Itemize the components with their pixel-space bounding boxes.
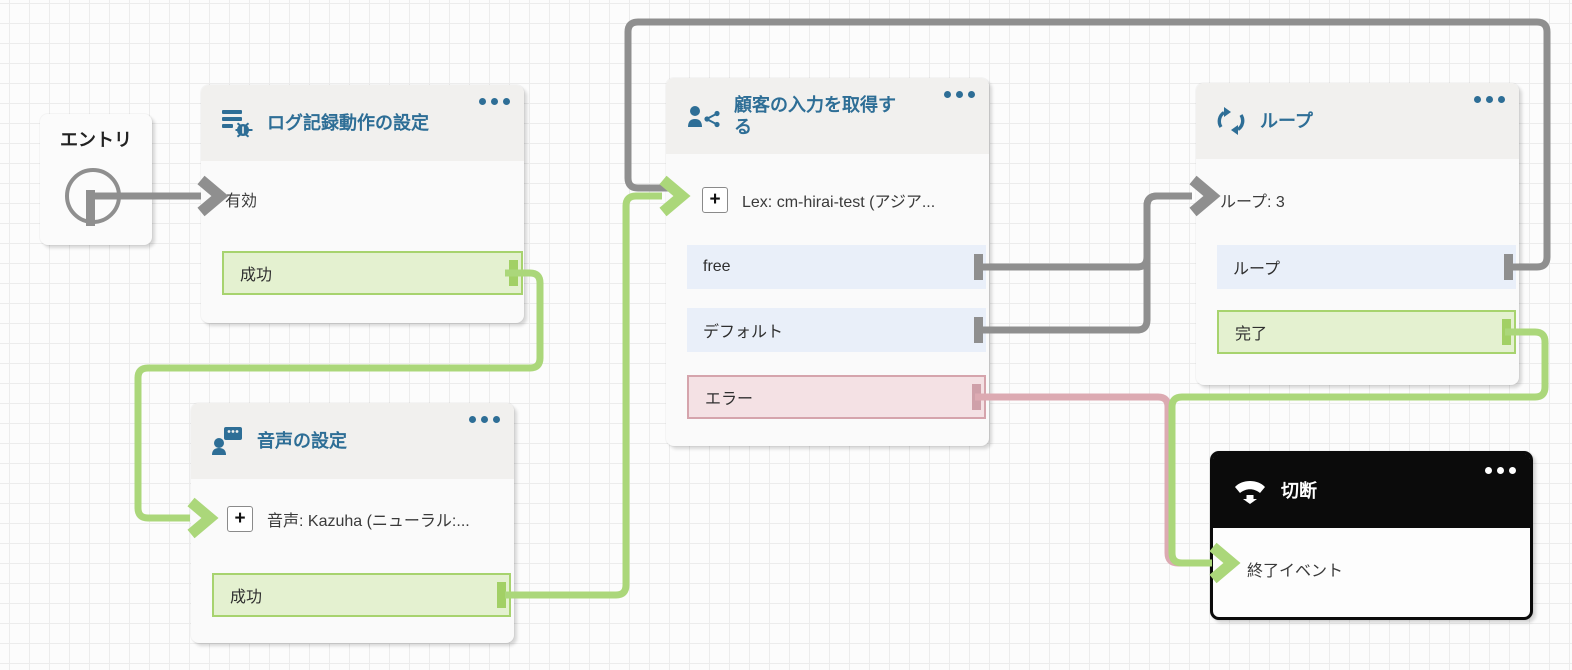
connection-handle[interactable] [509, 260, 518, 286]
entry-label: エントリ [60, 130, 132, 150]
node-header: 顧客の入力を取得する [666, 78, 989, 154]
node-set-logging[interactable]: ログ記録動作の設定 有効 成功 [201, 85, 524, 323]
connection-handle[interactable] [974, 254, 983, 280]
more-options-icon[interactable] [1485, 467, 1516, 474]
connection-handle[interactable] [497, 582, 506, 608]
node-header: ログ記録動作の設定 [201, 85, 524, 161]
loop-count: ループ: 3 [1220, 194, 1285, 211]
node-get-customer-input[interactable]: 顧客の入力を取得する + Lex: cm-hirai-test (アジア... … [666, 78, 989, 446]
output-label: free [703, 258, 731, 275]
hang-up-phone-icon [1233, 478, 1267, 504]
output-row-done[interactable]: 完了 [1217, 310, 1516, 354]
logging-bug-icon [221, 108, 253, 138]
expand-parameter-button[interactable]: + [702, 187, 728, 213]
logging-state: 有効 [225, 193, 258, 210]
output-row-default[interactable]: デフォルト [687, 308, 986, 352]
connection-handle[interactable] [974, 317, 983, 343]
node-loop[interactable]: ループ ループ: 3 ループ 完了 [1196, 83, 1519, 385]
output-label: エラー [705, 391, 754, 408]
output-label: デフォルト [703, 324, 784, 341]
connection-handle[interactable] [972, 384, 981, 410]
connection-handle[interactable] [1502, 319, 1511, 345]
output-row-error[interactable]: エラー [687, 375, 986, 419]
node-title: 切断 [1281, 480, 1317, 501]
node-title: 顧客の入力を取得する [734, 94, 896, 138]
entry-output-handle[interactable] [86, 190, 95, 226]
output-row-loop[interactable]: ループ [1217, 245, 1516, 289]
node-disconnect[interactable]: 切断 終了イベント [1210, 451, 1533, 620]
disconnect-event: 終了イベント [1247, 563, 1344, 580]
output-row-success[interactable]: 成功 [222, 251, 523, 295]
output-row-success[interactable]: 成功 [212, 573, 511, 617]
entry-node[interactable]: エントリ [40, 114, 152, 245]
node-set-voice[interactable]: 音声の設定 + 音声: Kazuha (ニューラル:... 成功 [191, 403, 514, 643]
more-options-icon[interactable] [469, 416, 500, 423]
node-title: ループ [1260, 110, 1313, 131]
voice-chat-icon [211, 426, 243, 456]
customer-input-icon [686, 102, 720, 130]
output-label: 成功 [230, 589, 263, 606]
more-options-icon[interactable] [1474, 96, 1505, 103]
output-label: ループ [1233, 261, 1281, 278]
node-title: 音声の設定 [257, 430, 347, 451]
connection-handle[interactable] [1504, 254, 1513, 280]
node-header: 音声の設定 [191, 403, 514, 479]
lex-parameter: Lex: cm-hirai-test (アジア... [742, 194, 936, 211]
output-label: 成功 [240, 267, 273, 284]
more-options-icon[interactable] [944, 91, 975, 98]
node-title: ログ記録動作の設定 [267, 112, 429, 133]
voice-parameter: 音声: Kazuha (ニューラル:... [267, 513, 470, 530]
output-row-free[interactable]: free [687, 245, 986, 289]
expand-parameter-button[interactable]: + [227, 506, 253, 532]
more-options-icon[interactable] [479, 98, 510, 105]
loop-arrows-icon [1216, 106, 1246, 136]
node-header: ループ [1196, 83, 1519, 159]
node-header: 切断 [1213, 454, 1530, 528]
output-label: 完了 [1235, 326, 1268, 343]
